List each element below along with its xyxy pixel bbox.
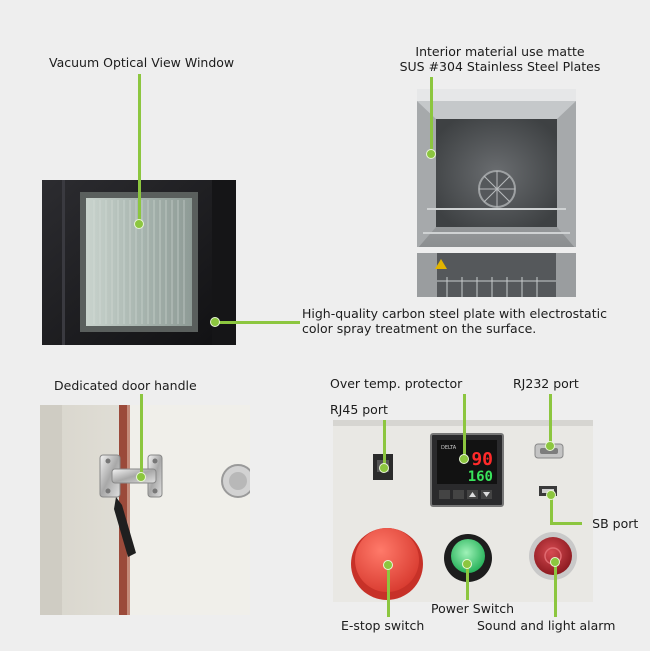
over-temp-leader <box>463 394 466 458</box>
controller-set-key[interactable] <box>439 490 450 499</box>
power-switch-leader <box>466 563 469 600</box>
estop-label: E-stop switch <box>341 618 425 633</box>
interior-material-label: Interior material use matte SUS #304 Sta… <box>380 44 620 74</box>
rj45-leader <box>383 420 386 468</box>
controller-sv-display: 160 <box>468 469 493 485</box>
view-window-leader <box>138 74 141 224</box>
carbon-steel-marker <box>210 317 220 327</box>
interior-material-line-2: SUS #304 Stainless Steel Plates <box>399 59 601 74</box>
controller-pv-display: 90 <box>471 449 493 470</box>
door-handle-marker <box>136 472 146 482</box>
interior-shelf-photo <box>417 253 576 297</box>
alarm-label: Sound and light alarm <box>477 618 616 633</box>
usb-leader-horizontal <box>550 522 582 525</box>
door-handle-leader <box>140 394 143 476</box>
interior-chamber-photo <box>417 89 576 249</box>
carbon-steel-line-2: color spray treatment on the surface. <box>302 321 537 336</box>
carbon-steel-label: High-quality carbon steel plate with ele… <box>302 306 607 336</box>
alarm-leader <box>554 562 557 617</box>
rj232-leader <box>549 394 552 446</box>
interior-material-leader <box>430 77 433 153</box>
rj232-label: RJ232 port <box>513 376 579 391</box>
rj45-marker <box>379 463 389 473</box>
usb-label: USB port <box>583 516 639 531</box>
view-window-label: Vacuum Optical View Window <box>49 55 235 70</box>
door-handle-illustration <box>40 405 250 615</box>
view-window-illustration <box>42 180 236 345</box>
controller-brand: DELTA <box>441 445 457 451</box>
alarm-marker <box>550 557 560 567</box>
usb-marker <box>546 490 556 500</box>
estop-marker <box>383 560 393 570</box>
interior-chamber-illustration <box>417 89 576 249</box>
interior-shelf-illustration <box>417 253 576 297</box>
interior-material-line-1: Interior material use matte <box>415 44 585 59</box>
carbon-steel-line-1: High-quality carbon steel plate with ele… <box>302 306 607 321</box>
over-temp-marker <box>459 454 469 464</box>
carbon-steel-leader <box>216 321 300 324</box>
view-window-marker <box>134 219 144 229</box>
view-window-photo <box>42 180 236 345</box>
estop-leader <box>387 565 390 617</box>
rj45-label: RJ45 port <box>330 402 388 417</box>
power-switch-marker <box>462 559 472 569</box>
interior-material-marker <box>426 149 436 159</box>
door-handle-photo <box>40 405 250 615</box>
usb-leader <box>550 494 553 525</box>
controller-shift-key[interactable] <box>453 490 464 499</box>
rj232-marker <box>545 441 555 451</box>
door-handle-label: Dedicated door handle <box>54 378 197 393</box>
over-temp-label: Over temp. protector <box>330 376 463 391</box>
power-switch-label: Power Switch <box>431 601 515 616</box>
